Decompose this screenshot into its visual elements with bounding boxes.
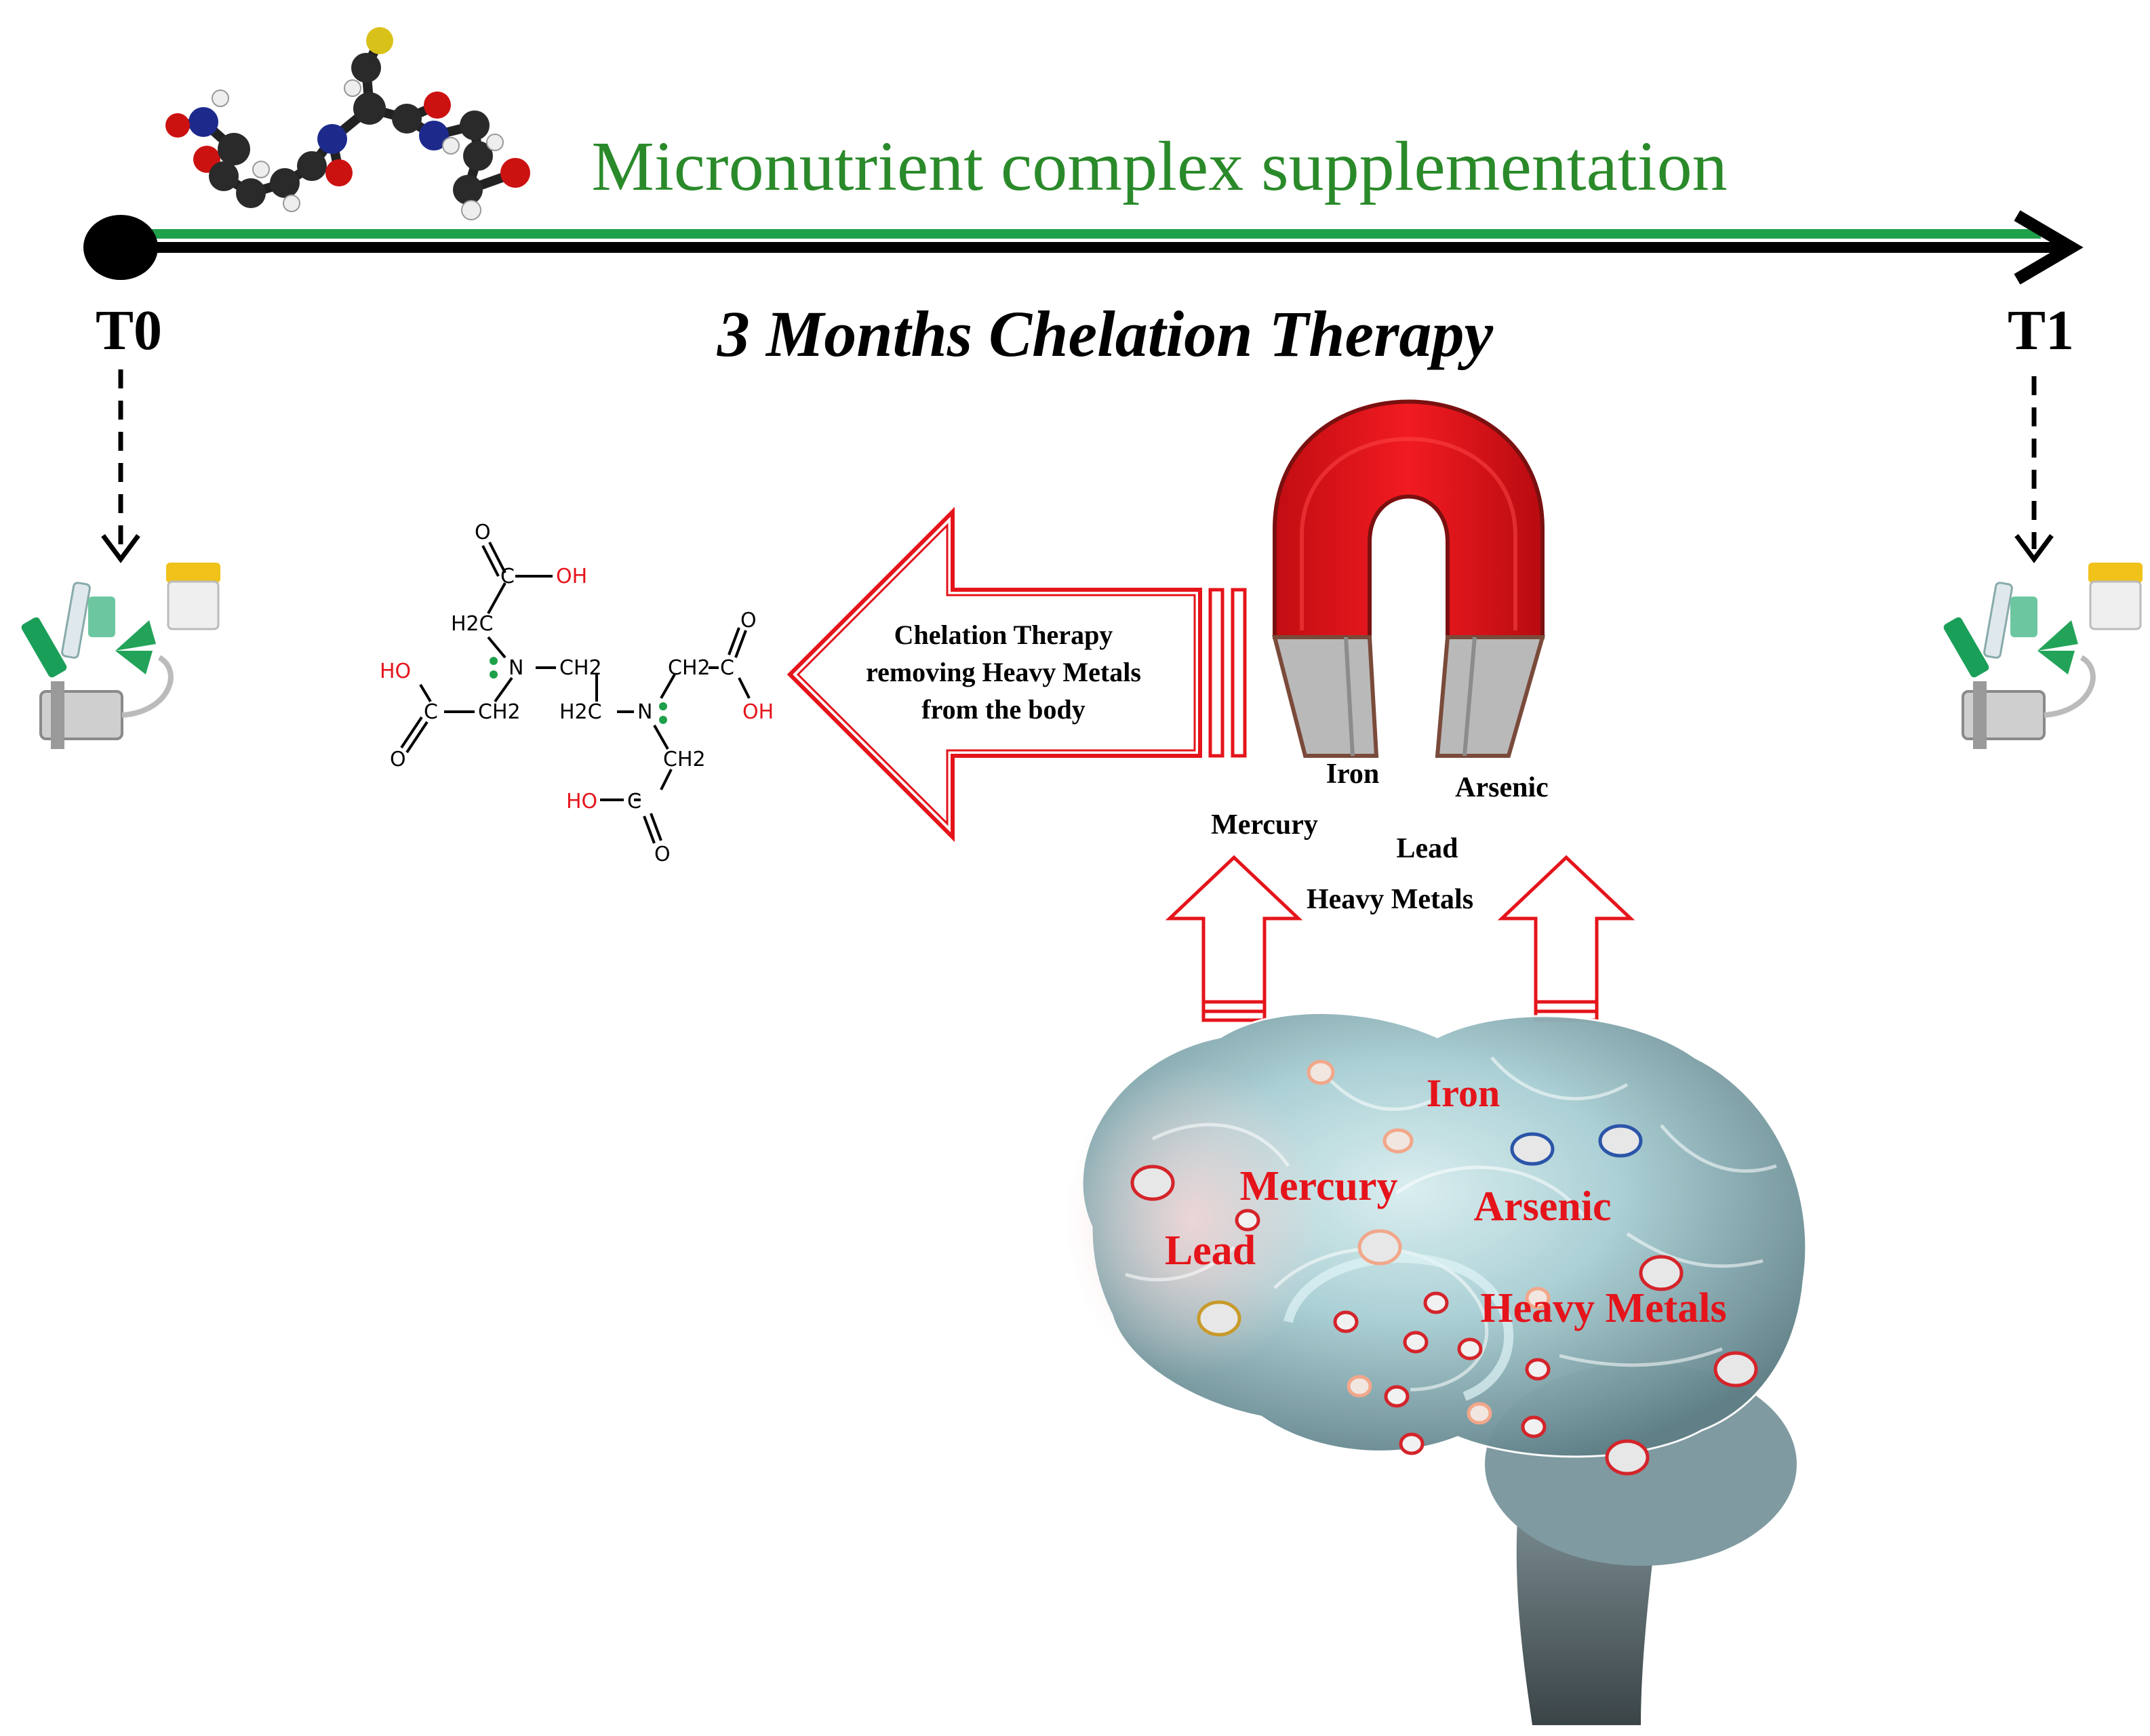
edta-c-bottom: C: [627, 790, 641, 813]
magnet-label-arsenic: Arsenic: [1455, 772, 1549, 803]
arrow-text-line3: from the body: [921, 694, 1085, 725]
timeline: Micronutrient complex supplementation 3 …: [83, 127, 2084, 563]
t1-dashed-arrowhead: [2014, 533, 2054, 563]
t0-label: T0: [96, 299, 162, 362]
sample-kit-t1-icon: [1943, 563, 2143, 749]
brain-label-mercury: Mercury: [1240, 1163, 1398, 1209]
magnet-label-iron: Iron: [1326, 759, 1380, 790]
edta-h2c-mid: H2C: [559, 700, 602, 724]
glutathione-molecule-icon: [165, 27, 530, 220]
edta-ch2-c: CH2: [668, 656, 711, 680]
brain-label-arsenic: Arsenic: [1473, 1184, 1611, 1230]
edta-c-top: C: [500, 565, 515, 588]
magnet-icon: [1272, 399, 1545, 758]
magnet-label-heavy-metals: Heavy Metals: [1307, 884, 1473, 915]
edta-ho-left: HO: [380, 660, 411, 683]
edta-ch2-b: CH2: [478, 700, 521, 724]
edta-ch2-a: CH2: [559, 656, 602, 680]
arrow-text-line1: Chelation Therapy: [894, 620, 1113, 650]
brain-icon: Iron Mercury Arsenic Lead Heavy Metals: [1064, 1011, 1808, 1725]
edta-oh-right: OH: [742, 700, 774, 724]
edta-o-top: O: [475, 521, 491, 544]
brain-label-heavy-metals: Heavy Metals: [1480, 1285, 1726, 1331]
magnet-labels: Iron Arsenic Mercury Lead Heavy Metals: [1211, 759, 1549, 915]
edta-ch2-d: CH2: [663, 748, 706, 771]
brain-label-lead: Lead: [1165, 1228, 1256, 1274]
brain-label-iron: Iron: [1427, 1071, 1500, 1115]
chelation-arrow: Chelation Therapy removing Heavy Metals …: [787, 506, 1247, 843]
therapy-label: 3 Months Chelation Therapy: [717, 298, 1494, 370]
magnet-label-lead: Lead: [1396, 833, 1458, 864]
timeline-arrowhead: [2014, 210, 2084, 285]
edta-structure: O C OH H2C N CH2 HO C CH2 O H2C N CH2 C …: [380, 521, 774, 866]
t0-dashed-arrowhead: [101, 533, 140, 563]
t1-label: T1: [2008, 299, 2074, 362]
supplement-label: Micronutrient complex supplementation: [591, 127, 1727, 205]
sample-kit-t0-icon: [21, 563, 220, 749]
edta-o-bottom: O: [654, 843, 671, 866]
edta-c-right: C: [720, 656, 734, 680]
edta-o-left: O: [390, 748, 406, 771]
magnet-label-mercury: Mercury: [1211, 809, 1318, 841]
up-arrow-right: [1497, 855, 1635, 1022]
edta-n-left: N: [509, 656, 523, 680]
edta-oh-top: OH: [556, 565, 587, 588]
edta-ho-bottom: HO: [566, 790, 597, 813]
edta-o-right: O: [740, 609, 757, 632]
arrow-text-line2: removing Heavy Metals: [866, 657, 1141, 687]
edta-n-right: N: [637, 700, 652, 724]
up-arrow-left: [1165, 855, 1303, 1022]
edta-c-left: C: [424, 700, 438, 724]
timeline-start-dot: [83, 215, 158, 280]
edta-h2c-top: H2C: [451, 612, 494, 636]
